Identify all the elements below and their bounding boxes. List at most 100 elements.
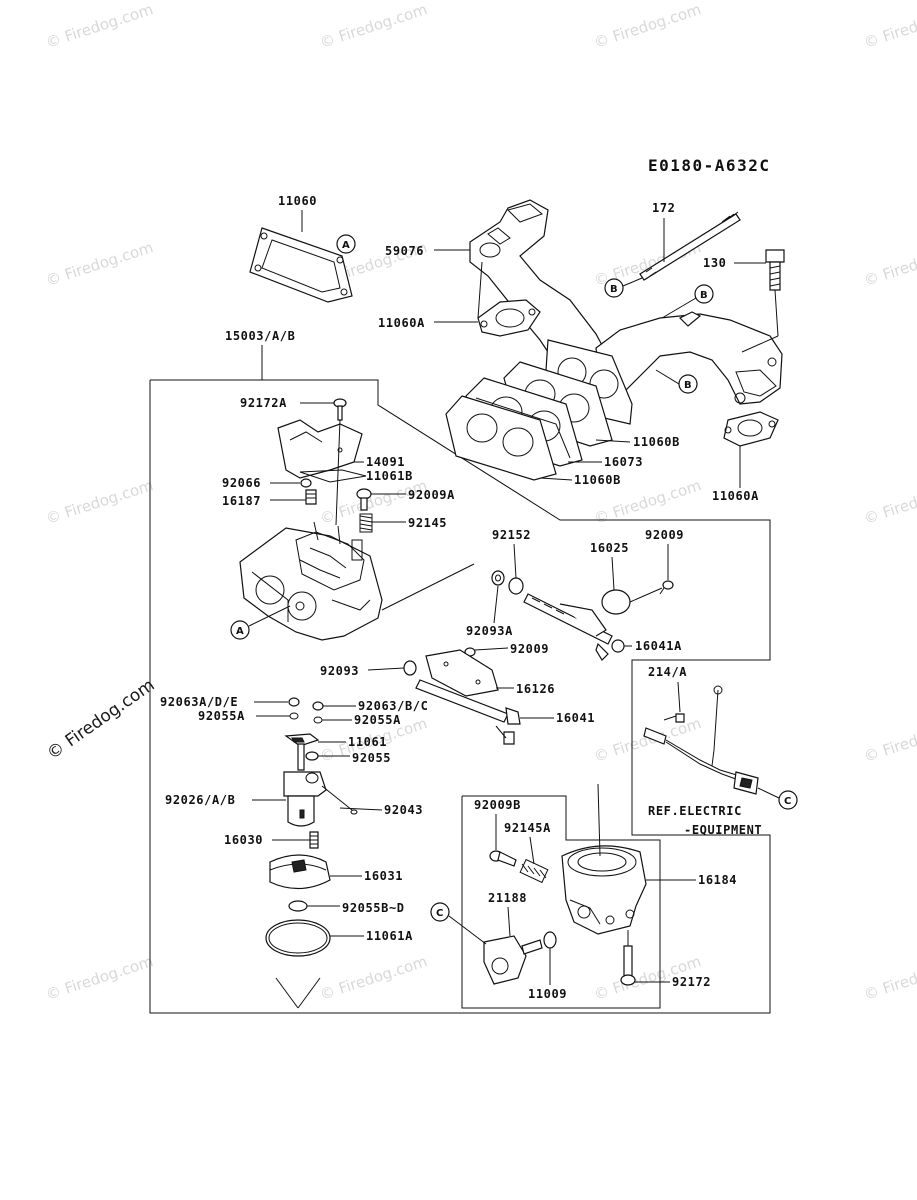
- watermark: © Firedog.com: [862, 238, 917, 290]
- label-11060: 11060: [278, 194, 317, 208]
- callout-a-carb: [230, 620, 250, 640]
- callout-a-top: [336, 234, 356, 254]
- callout-c-label: C: [784, 796, 791, 807]
- label-92055a-1: 92055A: [198, 709, 245, 723]
- label-172: 172: [652, 201, 675, 215]
- watermark: © Firedog.com: [318, 0, 430, 52]
- label-11060b-1: 11060B: [633, 435, 680, 449]
- label-214a: 214/A: [648, 665, 687, 679]
- solenoid-92026: [283, 743, 327, 827]
- screw-92172a: [333, 398, 347, 421]
- ring-92055bd: [288, 900, 308, 912]
- ring-92055a-1: [289, 712, 299, 720]
- screw-92009a: [356, 488, 372, 511]
- watermark: © Firedog.com: [44, 0, 156, 52]
- label-16187: 16187: [222, 494, 261, 508]
- watermark: © Firedog.com: [862, 714, 917, 766]
- watermark: © Firedog.com: [318, 952, 430, 1004]
- label-92145: 92145: [408, 516, 447, 530]
- carburetor-body: [239, 521, 383, 641]
- assembly-frames: [149, 379, 771, 1014]
- label-92152: 92152: [492, 528, 531, 542]
- gasket-11060a-bottom: [723, 411, 779, 447]
- sensor-21188: [483, 935, 543, 985]
- diagram-code: E0180-A632C: [648, 156, 770, 175]
- washer-92093: [403, 660, 417, 676]
- gasket-11061: [284, 733, 320, 747]
- label-92026: 92026/A/B: [165, 793, 235, 807]
- label-14091: 14091: [366, 455, 405, 469]
- intake-manifold: [469, 199, 783, 425]
- label-130: 130: [703, 256, 726, 270]
- screw-92009-top: [659, 580, 674, 595]
- spring-92145a: [519, 858, 549, 884]
- label-92172: 92172: [672, 975, 711, 989]
- label-16041a: 16041A: [635, 639, 682, 653]
- watermark: © Firedog.com: [862, 476, 917, 528]
- body-16184: [561, 845, 647, 935]
- ring-92055: [305, 751, 319, 761]
- callout-a-label: A: [236, 626, 244, 637]
- label-92093a: 92093A: [466, 624, 513, 638]
- screw-92009b: [489, 850, 517, 867]
- seal-92152: [508, 577, 524, 595]
- gasket-11060b-lower: [445, 395, 557, 481]
- stud-172: [639, 211, 741, 281]
- choke-valve-16025: [601, 589, 631, 615]
- label-92009a: 92009A: [408, 488, 455, 502]
- float-16031: [269, 854, 331, 890]
- ref-note-line2: -EQUIPMENT: [684, 823, 762, 837]
- label-92043: 92043: [384, 803, 423, 817]
- screw-92063ade: [288, 697, 300, 707]
- spring-92145: [359, 513, 373, 533]
- watermark: © Firedog.com: [592, 0, 704, 52]
- label-16041: 16041: [556, 711, 595, 725]
- label-59076: 59076: [385, 244, 424, 258]
- ref-note-line1: REF.ELECTRIC: [648, 804, 742, 818]
- label-16031: 16031: [364, 869, 403, 883]
- watermark: © Firedog.com: [862, 0, 917, 52]
- watermark: © Firedog.com: [862, 952, 917, 1004]
- callout-b-label: B: [684, 380, 692, 391]
- plug-92066: [300, 478, 312, 488]
- label-92145a: 92145A: [504, 821, 551, 835]
- callout-b-label: B: [700, 290, 708, 301]
- label-92009b: 92009B: [474, 798, 521, 812]
- watermark: © Firedog.com: [44, 238, 156, 290]
- wire-harness-214a: [643, 685, 759, 795]
- callout-a-label: A: [342, 240, 350, 251]
- gasket-11061a: [265, 919, 331, 957]
- label-16184: 16184: [698, 873, 737, 887]
- label-92055: 92055: [352, 751, 391, 765]
- label-92055bd: 92055B~D: [342, 901, 405, 915]
- label-92009-top: 92009: [645, 528, 684, 542]
- choke-shaft-16041a: [523, 593, 625, 661]
- label-92063ade: 92063A/D/E: [160, 695, 238, 709]
- throttle-shaft-16041: [415, 679, 521, 745]
- label-11060a-bottom: 11060A: [712, 489, 759, 503]
- ring-92055a-2: [313, 716, 323, 724]
- label-15003: 15003/A/B: [225, 329, 295, 343]
- label-11061: 11061: [348, 735, 387, 749]
- throttle-valve-16126: [425, 649, 499, 697]
- label-92093: 92093: [320, 664, 359, 678]
- jet-16030: [309, 831, 319, 849]
- label-92055a-2: 92055A: [354, 713, 401, 727]
- gasket-11060a-top: [477, 299, 541, 337]
- screw-92172: [620, 945, 636, 986]
- label-16073: 16073: [604, 455, 643, 469]
- callout-c-sensor: [430, 902, 450, 922]
- label-92066: 92066: [222, 476, 261, 490]
- callout-b-1: [604, 278, 624, 298]
- gasket-11061b: [299, 469, 367, 483]
- gasket-11060: [249, 227, 353, 303]
- wire-92043: [321, 785, 358, 815]
- label-11009: 11009: [528, 987, 567, 1001]
- screw-92063bc: [312, 701, 324, 711]
- cover-14091: [277, 419, 363, 479]
- label-11060b-2: 11060B: [574, 473, 621, 487]
- watermark-layer: © Firedog.com © Firedog.com © Firedog.co…: [43, 0, 917, 1004]
- label-92063bc: 92063/B/C: [358, 699, 428, 713]
- callout-b-2: [694, 284, 714, 304]
